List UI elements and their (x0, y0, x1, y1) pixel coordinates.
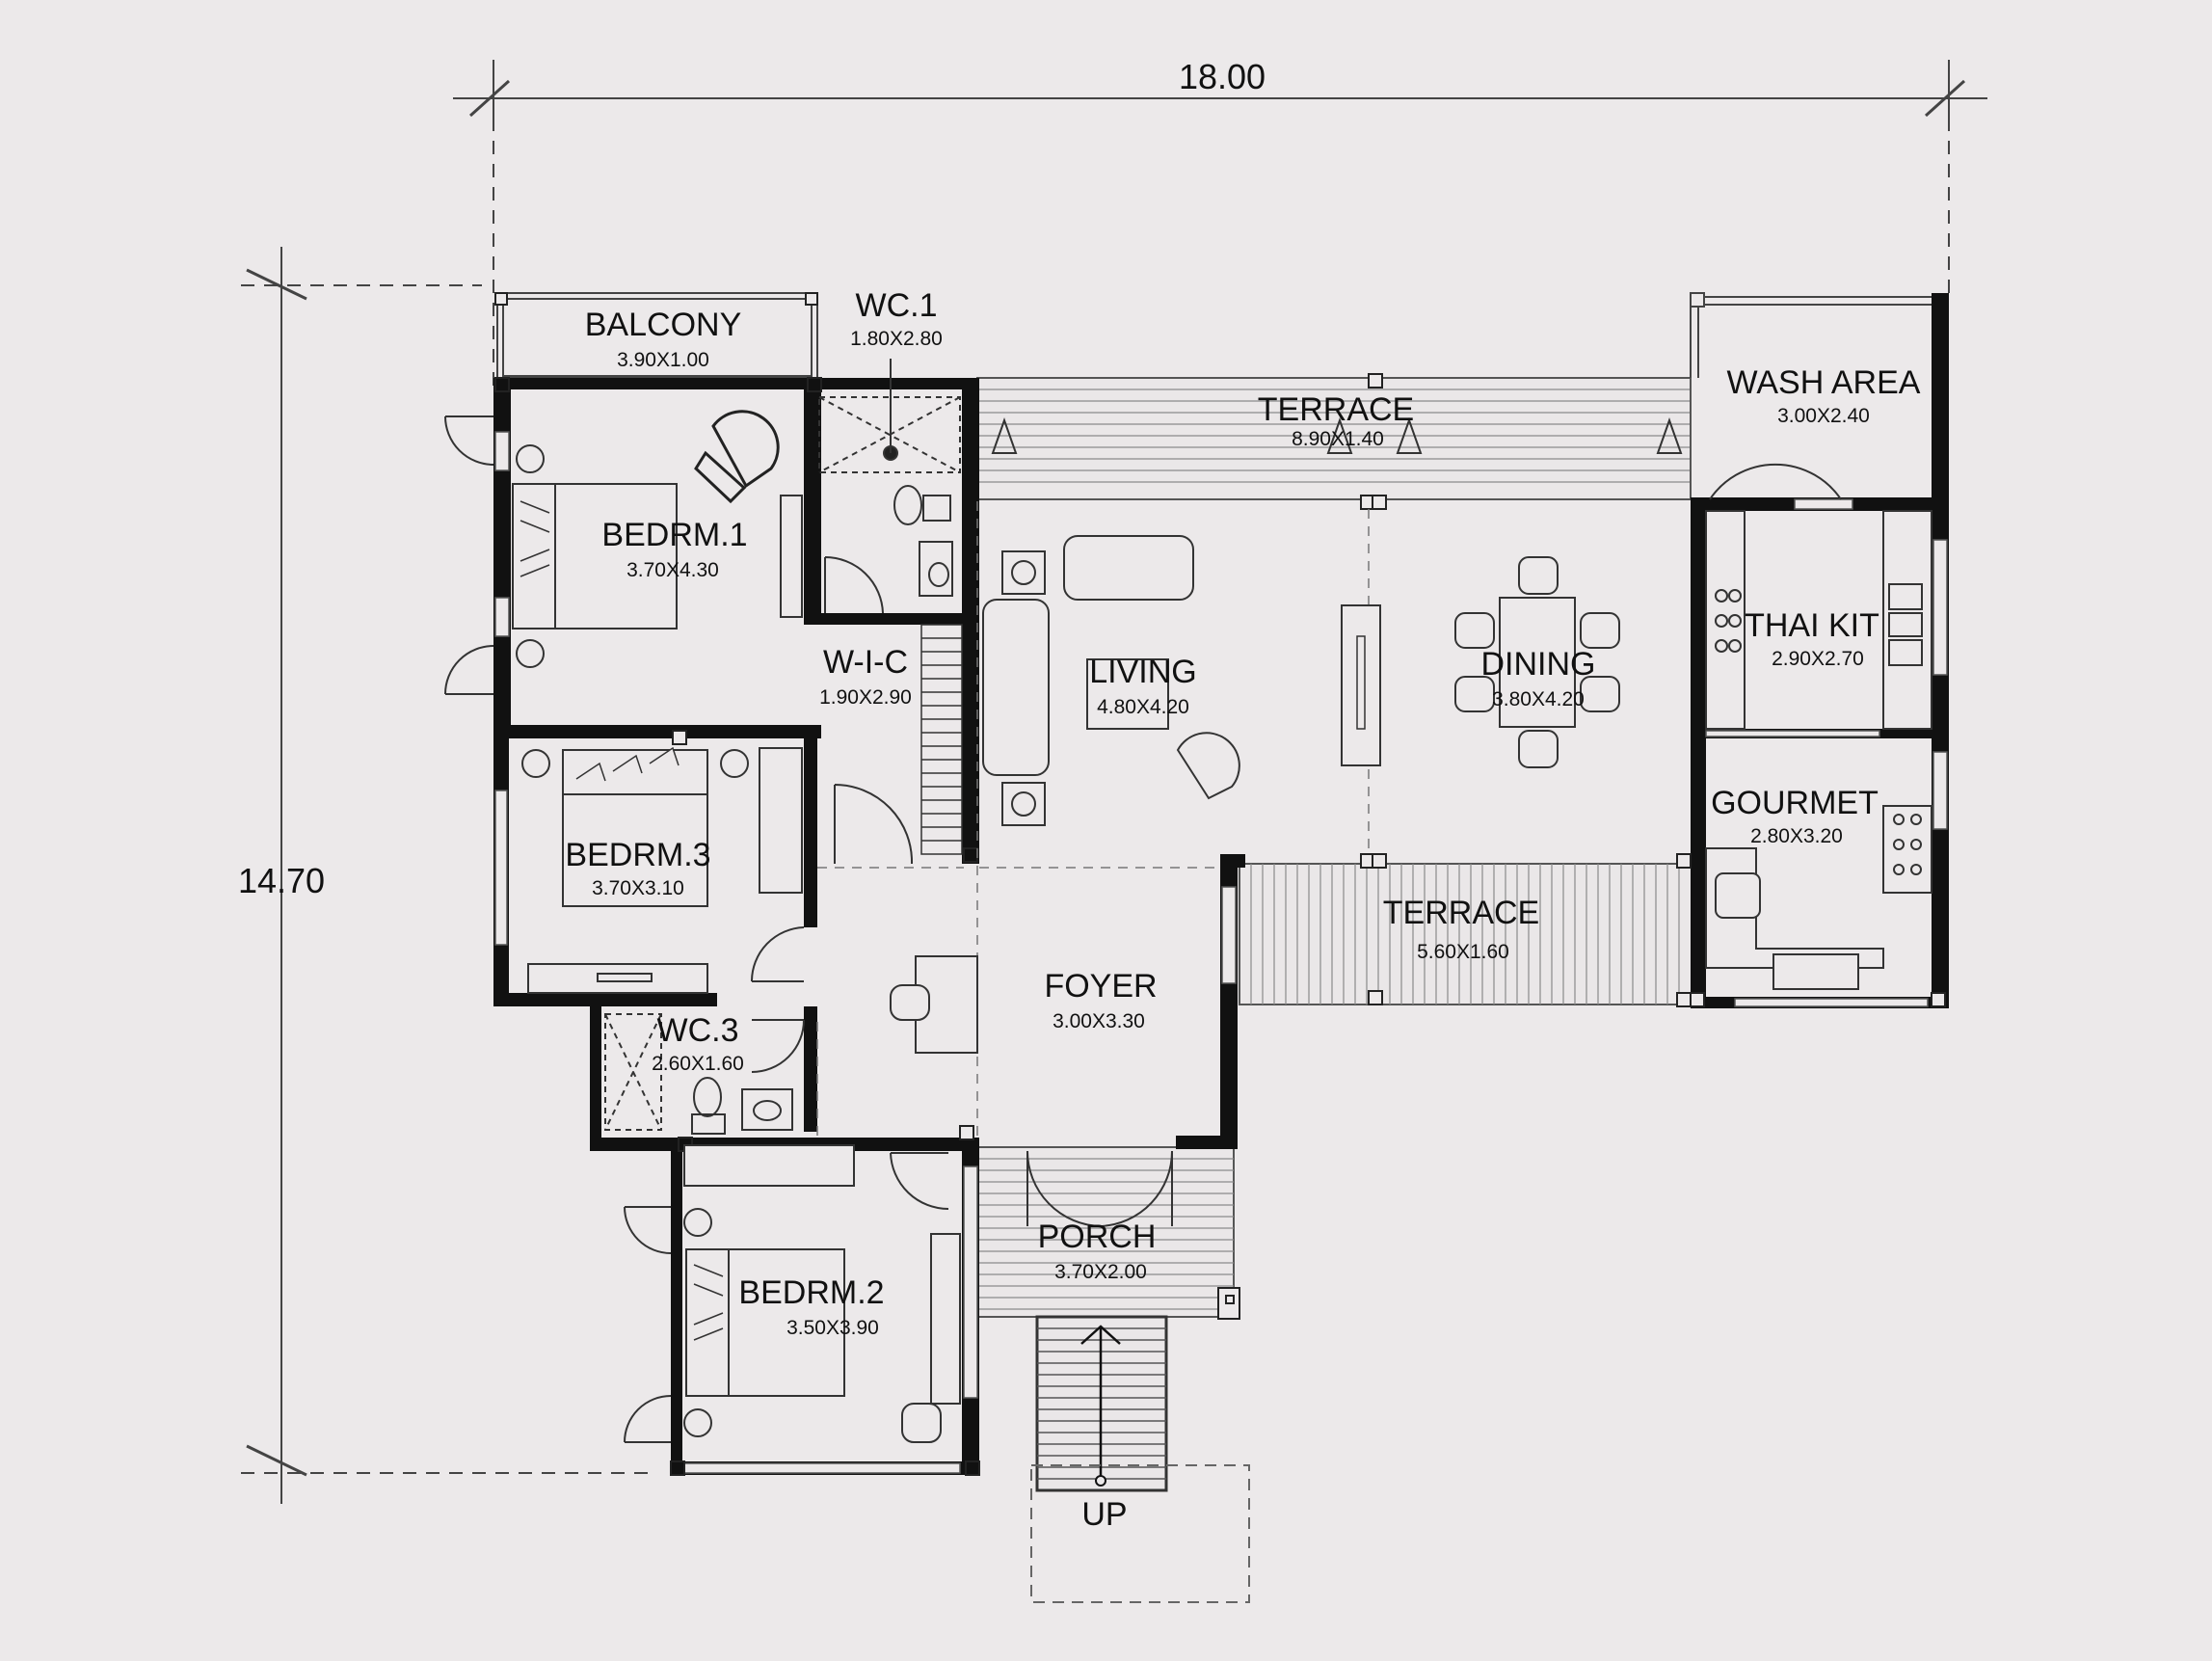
room-size: 5.60X1.60 (1417, 941, 1509, 963)
landing-outline (1030, 1464, 1250, 1603)
bedroom-3-bed (521, 746, 803, 994)
gourmet-kitchen-counters (1705, 805, 1932, 990)
room-name: THAI KIT (1745, 607, 1879, 644)
room-name: BALCONY (585, 307, 742, 343)
room-terrace-north: TERRACE 8.90X1.40 (1258, 391, 1414, 450)
height-dimension-label: 14.70 (238, 861, 325, 900)
room-size: 3.50X3.90 (786, 1317, 879, 1339)
room-name: FOYER (1044, 968, 1157, 1005)
wc1-fixtures (818, 359, 961, 597)
room-name: GOURMET (1711, 785, 1879, 821)
room-size: 2.60X1.60 (652, 1053, 744, 1075)
room-size: 1.80X2.80 (850, 328, 943, 350)
room-labels: BALCONY 3.90X1.00 WC.1 1.80X2.80 TERRACE… (565, 287, 1920, 1339)
room-name: PORCH (1038, 1219, 1157, 1255)
room-name: WC.3 (657, 1012, 739, 1049)
foyer-desk (890, 955, 978, 1054)
dining-set (1454, 556, 1620, 768)
room-foyer: FOYER 3.00X3.30 (1044, 968, 1157, 1032)
room-bedrm3: BEDRM.3 3.70X3.10 (565, 837, 710, 899)
bedroom-1-bed (512, 444, 678, 668)
room-size: 4.80X4.20 (1097, 696, 1189, 718)
room-name: TERRACE (1383, 895, 1539, 931)
room-name: BEDRM.1 (601, 517, 747, 553)
room-size: 1.90X2.90 (819, 686, 912, 709)
room-terrace-south: TERRACE 5.60X1.60 (1383, 895, 1539, 963)
porch-decking (976, 1146, 1235, 1318)
tv-console-inner (1356, 635, 1366, 730)
terrace-lounge-chairs (991, 416, 1683, 454)
terrace-south-decking (1239, 863, 1693, 1005)
doors (444, 415, 1842, 1443)
wc3-fixtures (604, 1013, 793, 1135)
entry-stair (1035, 1315, 1168, 1492)
room-name: BEDRM.3 (565, 837, 710, 873)
room-name: TERRACE (1258, 391, 1414, 428)
room-thai-kit: THAI KIT 2.90X2.70 (1745, 607, 1879, 670)
room-size: 2.90X2.70 (1772, 648, 1864, 670)
room-name: WASH AREA (1727, 364, 1921, 401)
room-porch: PORCH 3.70X2.00 (1038, 1219, 1157, 1283)
room-bedrm2: BEDRM.2 3.50X3.90 (738, 1274, 884, 1339)
windows (494, 431, 1948, 1474)
bedroom-1-wardrobe (780, 495, 803, 618)
room-size: 3.70X3.10 (592, 877, 684, 899)
room-wash-area: WASH AREA 3.00X2.40 (1727, 364, 1921, 427)
room-wc1: WC.1 1.80X2.80 (850, 287, 943, 350)
stair-up-label: UP (1081, 1496, 1127, 1533)
wic-shelving (920, 624, 963, 855)
columns (494, 292, 1946, 1476)
room-gourmet: GOURMET 2.80X3.20 (1711, 785, 1879, 847)
bedroom-2-bed (683, 1144, 961, 1443)
room-size: 3.80X4.20 (1492, 688, 1585, 710)
room-name: BEDRM.2 (738, 1274, 884, 1311)
width-dimension-label: 18.00 (1179, 57, 1266, 96)
room-wc3: WC.3 2.60X1.60 (652, 1012, 744, 1075)
room-wic: W-I-C 1.90X2.90 (819, 644, 912, 709)
room-size: 3.90X1.00 (617, 349, 709, 371)
room-size: 3.00X3.30 (1053, 1010, 1145, 1032)
room-size: 3.70X2.00 (1054, 1261, 1147, 1283)
living-sofas (982, 535, 1240, 826)
thai-kitchen-counters (1705, 510, 1932, 730)
room-name: LIVING (1089, 654, 1196, 690)
room-size: 3.70X4.30 (626, 559, 719, 581)
wash-area-outline (1690, 292, 1943, 378)
room-name: DINING (1481, 646, 1596, 683)
dimension-lines (241, 60, 1987, 1504)
room-name: W-I-C (823, 644, 908, 681)
room-living: LIVING 4.80X4.20 (1089, 654, 1196, 718)
room-size: 2.80X3.20 (1750, 825, 1843, 847)
bedroom-1-armchair (694, 410, 780, 504)
room-size: 3.00X2.40 (1777, 405, 1870, 427)
room-bedrm1: BEDRM.1 3.70X4.30 (601, 517, 747, 581)
room-dining: DINING 3.80X4.20 (1481, 646, 1596, 710)
tv-console (1341, 604, 1381, 766)
room-balcony: BALCONY 3.90X1.00 (585, 307, 742, 371)
room-size: 8.90X1.40 (1292, 428, 1384, 450)
room-name: WC.1 (856, 287, 938, 324)
